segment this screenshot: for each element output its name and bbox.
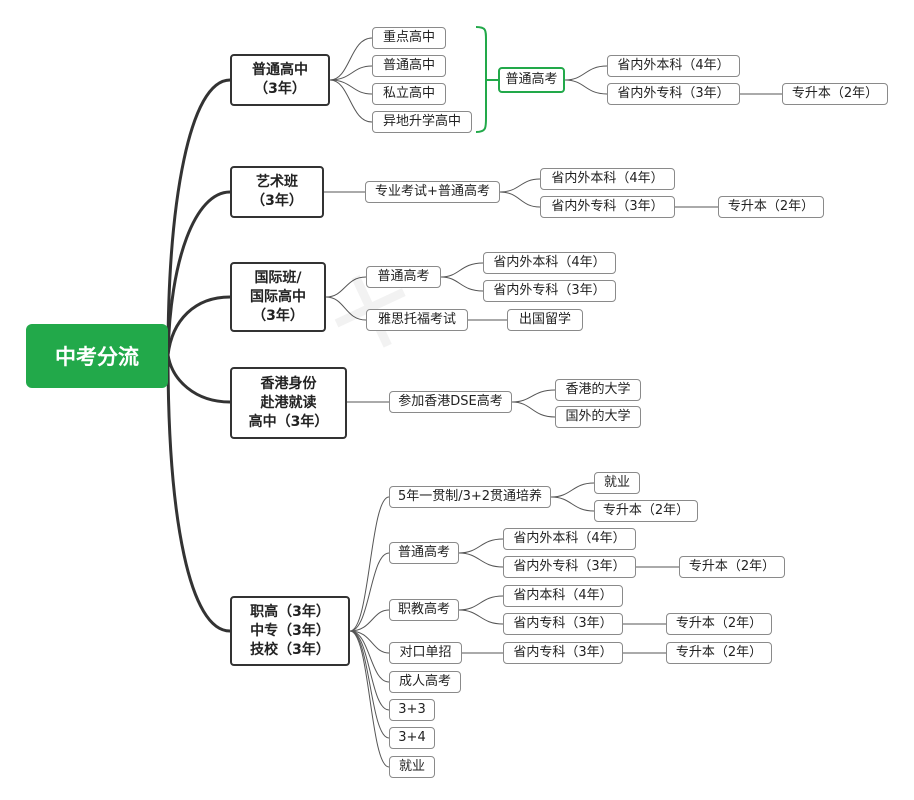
main-branch-yishu <box>166 190 232 357</box>
branch-title-line: 艺术班 <box>256 174 298 190</box>
outcome-jiuye[interactable]: 就业 <box>594 472 640 494</box>
outcome-benke[interactable]: 省内外本科（4年） <box>503 528 636 550</box>
exam-dse[interactable]: 参加香港DSE高考 <box>389 391 512 413</box>
branch-title-line: 普通高中 <box>252 62 308 78</box>
outcome-benke[interactable]: 省内外本科（4年） <box>607 55 740 77</box>
school-putong[interactable]: 普通高中 <box>372 55 446 77</box>
main-branch-zhigao <box>166 353 232 633</box>
branch-title-line: （3年） <box>252 307 304 324</box>
branch-title-line: 高中（3年） <box>248 413 329 430</box>
outcome-hk-uni[interactable]: 香港的大学 <box>555 379 641 401</box>
path-guantong[interactable]: 5年一贯制/3+2贯通培养 <box>389 486 551 508</box>
school-yidi[interactable]: 异地升学高中 <box>372 111 472 133</box>
main-branch-putong <box>166 78 232 357</box>
outcome-zhuanke[interactable]: 省内外专科（3年） <box>540 196 675 218</box>
branch-yishu[interactable]: 艺术班 （3年） <box>230 166 324 218</box>
branch-title-line: 职高（3年） <box>250 603 330 620</box>
path-3plus3[interactable]: 3+3 <box>389 699 435 721</box>
branch-title-line: 技校（3年） <box>250 641 330 658</box>
main-branch-xianggang <box>166 353 232 404</box>
root-label: 中考分流 <box>55 345 139 369</box>
outcome-benke[interactable]: 省内外本科（4年） <box>483 252 616 274</box>
branch-title-line: （3年） <box>254 81 306 97</box>
branch-guoji[interactable]: 国际班/ 国际高中 （3年） <box>230 262 326 332</box>
exam-yishu[interactable]: 专业考试+普通高考 <box>365 181 500 203</box>
school-sili[interactable]: 私立高中 <box>372 83 446 105</box>
branch-title-line: 国际高中 <box>250 288 306 305</box>
root-node[interactable]: 中考分流 <box>26 324 168 388</box>
path-3plus4[interactable]: 3+4 <box>389 727 435 749</box>
branch-putong-gaozhong[interactable]: 普通高中 （3年） <box>230 54 330 106</box>
exam-putong-gaokao[interactable]: 普通高考 <box>498 67 565 93</box>
outcome-benke[interactable]: 省内本科（4年） <box>503 585 623 607</box>
outcome-zsb[interactable]: 专升本（2年） <box>679 556 785 578</box>
exam-putong-gaokao[interactable]: 普通高考 <box>366 266 441 288</box>
exam-putong-gaokao[interactable]: 普通高考 <box>389 542 459 564</box>
outcome-zhuanke[interactable]: 省内外专科（3年） <box>607 83 740 105</box>
outcome-foreign-uni[interactable]: 国外的大学 <box>555 406 641 428</box>
branch-title-line: 香港身份 <box>260 375 317 392</box>
outcome-zhuanke[interactable]: 省内外专科（3年） <box>503 556 636 578</box>
branch-title-line: 中专（3年） <box>250 622 330 639</box>
school-zhongdian[interactable]: 重点高中 <box>372 27 446 49</box>
outcome-zsb[interactable]: 专升本（2年） <box>594 500 698 522</box>
branch-title-line: （3年） <box>251 193 303 209</box>
outcome-zsb[interactable]: 专升本（2年） <box>782 83 888 105</box>
outcome-zsb[interactable]: 专升本（2年） <box>666 613 772 635</box>
outcome-zhuanke[interactable]: 省内专科（3年） <box>503 613 623 635</box>
main-branch-guoji <box>166 295 232 357</box>
outcome-zsb[interactable]: 专升本（2年） <box>718 196 824 218</box>
outcome-zsb[interactable]: 专升本（2年） <box>666 642 772 664</box>
exam-zhijiao[interactable]: 职教高考 <box>389 599 459 621</box>
outcome-benke[interactable]: 省内外本科（4年） <box>540 168 675 190</box>
branch-title-line: 国际班/ <box>254 269 302 286</box>
outcome-zhuanke[interactable]: 省内外专科（3年） <box>483 280 616 302</box>
branch-zhigao[interactable]: 职高（3年） 中专（3年） 技校（3年） <box>230 596 350 666</box>
outcome-zhuanke[interactable]: 省内专科（3年） <box>503 642 623 664</box>
exam-yasi-tuofu[interactable]: 雅思托福考试 <box>366 309 468 331</box>
outcome-abroad[interactable]: 出国留学 <box>507 309 583 331</box>
path-jiuye[interactable]: 就业 <box>389 756 435 778</box>
branch-xianggang[interactable]: 香港身份 赴港就读 高中（3年） <box>230 367 347 439</box>
branch-title-line: 赴港就读 <box>260 394 317 411</box>
path-chengren[interactable]: 成人高考 <box>389 671 461 693</box>
path-duikou[interactable]: 对口单招 <box>389 642 462 664</box>
